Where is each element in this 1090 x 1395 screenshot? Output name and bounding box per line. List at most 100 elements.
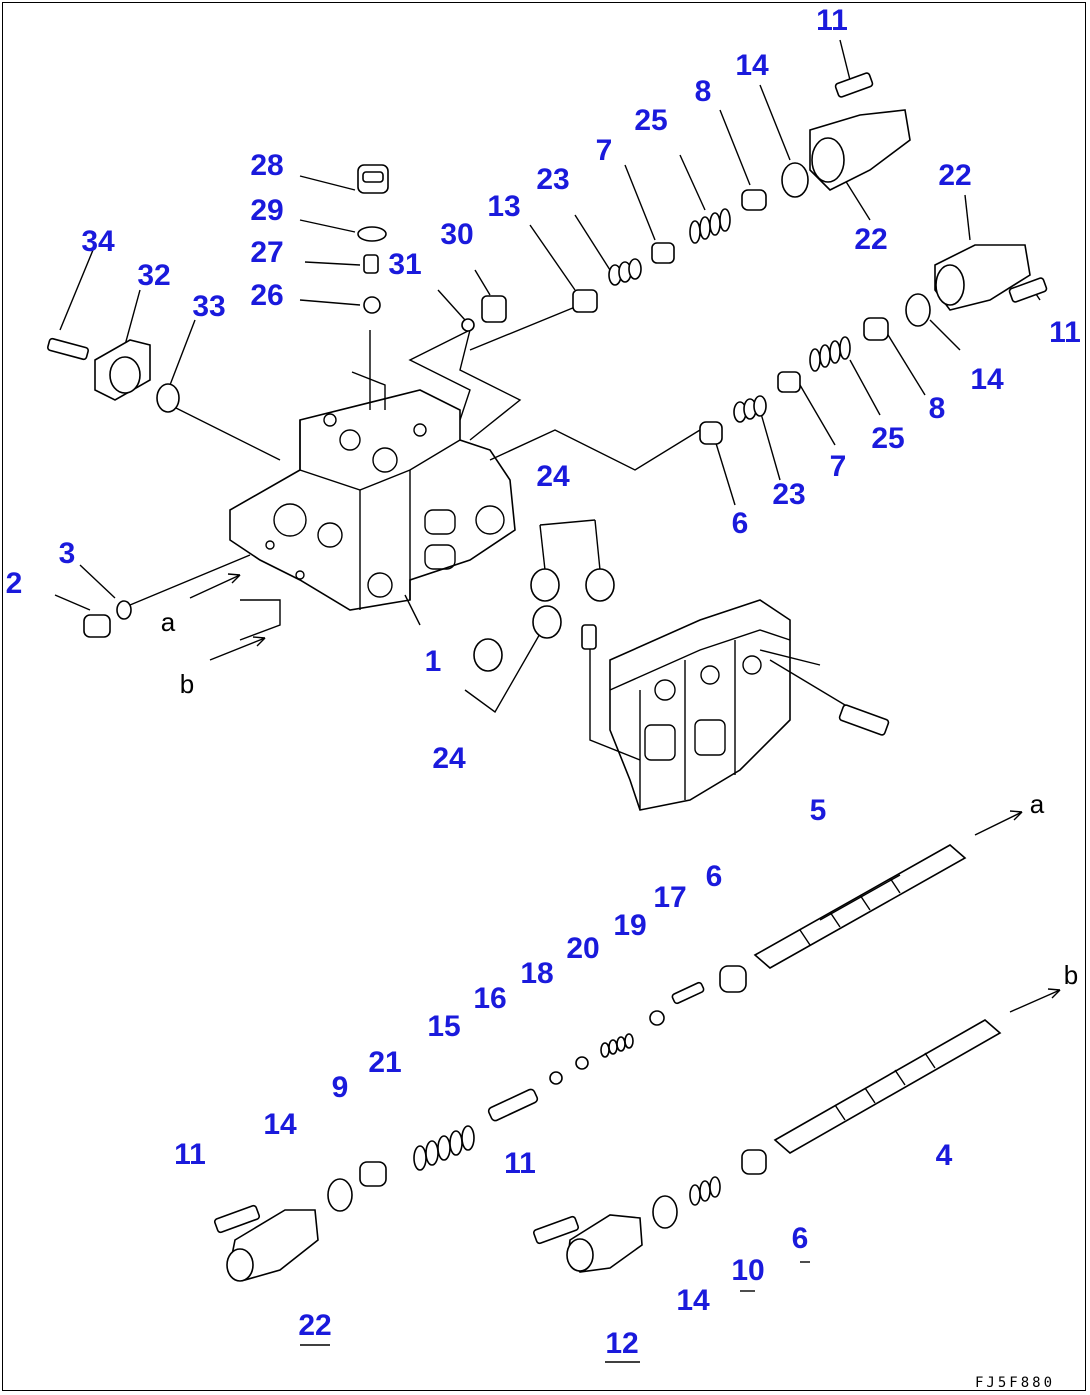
collar-6-bottom [741, 1149, 767, 1175]
label-8-top: 8 [695, 75, 712, 108]
spring-23-top [608, 258, 642, 286]
label-29: 29 [250, 194, 283, 227]
label-14-right: 14 [970, 363, 1004, 396]
collar-6-mid [699, 421, 723, 445]
label-1: 1 [425, 645, 442, 678]
o-ring-14-top [781, 162, 809, 198]
o-ring-14-right [905, 293, 931, 327]
label-11-top: 11 [816, 4, 848, 37]
label-3: 3 [59, 537, 76, 570]
label-30: 30 [440, 218, 473, 251]
label-11-bottom-middle: 11 [504, 1147, 536, 1180]
pin-17 [671, 981, 705, 1005]
nut-16 [549, 1071, 563, 1085]
drawing-code: FJ5F880 [975, 1375, 1055, 1391]
ball-19 [649, 1010, 665, 1026]
label-24-bottom: 24 [432, 742, 466, 775]
label-31: 31 [388, 248, 421, 281]
label-7-right: 7 [830, 450, 847, 483]
label-11-right: 11 [1049, 316, 1081, 349]
label-15: 15 [427, 1010, 460, 1043]
leader-lines [54, 39, 1041, 714]
label-4: 4 [936, 1139, 953, 1172]
label-22-bottom-left: 22 [298, 1309, 331, 1342]
bolt-11-bl [213, 1204, 261, 1234]
label-5: 5 [810, 794, 827, 827]
flow-label-a-right: a [1030, 789, 1045, 819]
label-23-right: 23 [772, 478, 805, 511]
label-34: 34 [81, 225, 115, 258]
seat-18 [575, 1056, 589, 1070]
label-22-top: 22 [854, 223, 887, 256]
label-22-right-top: 22 [938, 159, 971, 192]
bolt-11-right [1008, 277, 1048, 303]
collar-6-spool [719, 965, 747, 993]
part-31 [461, 318, 475, 332]
seat-7-right [777, 371, 801, 393]
flow-arrow-b-right [1009, 988, 1061, 1013]
label-26: 26 [250, 279, 283, 312]
o-rings-24 [473, 568, 615, 672]
label-6-mid: 6 [732, 507, 749, 540]
label-6-spool: 6 [706, 860, 723, 893]
label-11-bottom-left: 11 [174, 1138, 206, 1171]
spool-4 [773, 1019, 1002, 1154]
cover-22-right [934, 244, 1031, 311]
seat-7-top [651, 242, 675, 264]
plug-2 [83, 614, 111, 638]
bolt-15 [487, 1088, 539, 1122]
cover-12 [566, 1214, 643, 1273]
spring-10 [689, 1176, 721, 1206]
label-8-right: 8 [929, 392, 946, 425]
spring-27 [363, 254, 379, 274]
label-20: 20 [566, 932, 599, 965]
o-ring-14-bl [327, 1178, 353, 1212]
ball-26 [363, 296, 381, 314]
cover-22-top [809, 109, 911, 191]
spring-20 [600, 1033, 634, 1058]
label-17: 17 [653, 881, 686, 914]
stopper-8-right [863, 317, 889, 341]
valve-body-main [229, 389, 516, 611]
label-25-top: 25 [634, 104, 667, 137]
flow-arrow-a-right [974, 810, 1023, 836]
label-12: 12 [605, 1327, 638, 1360]
o-ring-3 [116, 600, 132, 620]
cover-32 [94, 339, 151, 401]
label-18: 18 [520, 957, 553, 990]
label-32: 32 [137, 259, 170, 292]
flow-label-b-left: b [180, 669, 194, 699]
flow-arrow-b-left [209, 636, 266, 661]
stopper-8-top [741, 189, 767, 211]
label-19: 19 [613, 909, 646, 942]
label-16: 16 [473, 982, 506, 1015]
plug-28 [357, 164, 389, 194]
label-14-bottom-left: 14 [263, 1108, 297, 1141]
bolt-34 [47, 337, 89, 361]
bolt-11-bm [532, 1215, 580, 1245]
plug-30 [481, 295, 507, 323]
cover-22-bottom-left [226, 1209, 319, 1282]
retainer-9 [359, 1161, 387, 1187]
assembled-valve-view [581, 599, 890, 811]
label-28: 28 [250, 149, 283, 182]
label-2: 2 [6, 567, 23, 600]
label-24-top: 24 [536, 460, 570, 493]
label-33: 33 [192, 290, 225, 323]
label-21: 21 [368, 1046, 401, 1079]
part-labels: 11 14 8 25 7 23 13 30 28 29 27 31 26 34 … [6, 4, 1081, 1360]
spring-21 [413, 1125, 475, 1171]
spring-25-top [689, 208, 731, 244]
bolt-11-top [834, 72, 874, 98]
o-ring-33 [156, 383, 180, 413]
spring-25-right [809, 336, 851, 372]
flow-label-b-right: b [1064, 960, 1078, 990]
flow-label-a-left: a [161, 607, 176, 637]
label-13: 13 [487, 190, 520, 223]
o-ring-29 [357, 226, 387, 242]
label-23-top: 23 [536, 163, 569, 196]
label-7-top: 7 [596, 134, 613, 167]
label-14-top: 14 [735, 49, 769, 82]
